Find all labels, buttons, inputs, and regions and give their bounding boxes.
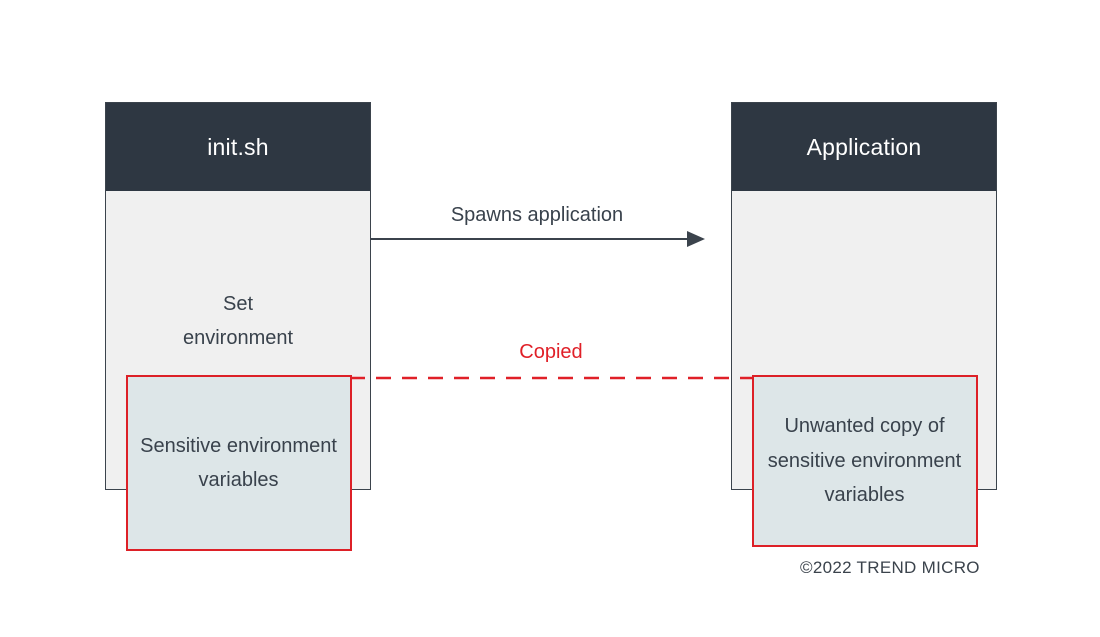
node-init-sh-body: Set environment Sensitive environment va… — [106, 191, 370, 551]
node-application: Application Unwanted copy of sensitive e… — [731, 102, 997, 547]
inner-box-sensitive-env-vars: Sensitive environment variables — [125, 375, 352, 551]
edge-label-copied: Copied — [519, 341, 583, 363]
node-init-sh-caption-line-1: Set — [222, 293, 254, 315]
inner-box-unwanted-copy: Unwanted copy of sensitive environment v… — [751, 375, 978, 547]
node-init-sh: init.sh Set environment Sensitive enviro… — [105, 102, 371, 551]
node-init-sh-caption: Set environment — [106, 287, 370, 356]
node-init-sh-caption-line-2: environment — [182, 327, 294, 350]
node-init-sh-title: init.sh — [106, 103, 370, 191]
node-application-title: Application — [732, 103, 996, 191]
copyright-notice: ©2022 TREND MICRO — [800, 558, 980, 577]
node-application-body: Unwanted copy of sensitive environment v… — [732, 191, 996, 547]
edge-label-spawns-application: Spawns application — [450, 204, 624, 226]
